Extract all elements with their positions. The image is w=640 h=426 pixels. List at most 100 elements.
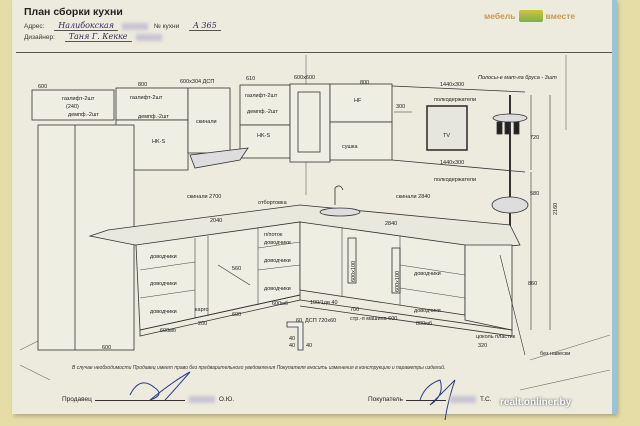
- address-label: Адрес:: [24, 23, 45, 30]
- kitchen-no-label: № кухни: [153, 23, 180, 30]
- tv-screen: [426, 105, 468, 151]
- redacted-block: [135, 33, 162, 41]
- part-label: демпф.-2шт: [68, 112, 99, 118]
- kitchen-no-value: A 365: [189, 21, 221, 31]
- part-label: полкодержатели: [434, 97, 476, 103]
- section-profile: [286, 321, 304, 351]
- designer-label: Дизайнер:: [24, 34, 55, 41]
- part-label: газлифт-2шт: [130, 95, 163, 101]
- part-label: демпф.-2шт: [138, 114, 169, 120]
- part-label: газлифт-2шт: [62, 96, 95, 102]
- address-value: Налибокская: [54, 21, 119, 31]
- sink: [319, 207, 361, 217]
- designer-value: Таня Г. Кекке: [64, 32, 132, 42]
- redacted-block: [122, 22, 149, 30]
- dim-label: 610: [246, 76, 255, 82]
- seller-signature-line: [94, 394, 185, 401]
- part-label: доводчики: [264, 286, 291, 292]
- dim-label: 800: [138, 82, 147, 88]
- dim-label: 40: [306, 343, 312, 349]
- dim-label: 600: [38, 84, 47, 90]
- buyer-label: Покупатель: [368, 396, 403, 403]
- part-label: цоколь пластик: [476, 334, 516, 340]
- bottom-shelf: [391, 159, 526, 173]
- part-label: доводчики: [150, 254, 177, 260]
- dim-label: 600x600: [294, 75, 315, 81]
- part-label: TV: [443, 133, 450, 139]
- dim-label: 600мб: [160, 328, 176, 334]
- buyer-name: Т.С.: [479, 396, 492, 403]
- upper-cabinets: [31, 83, 393, 171]
- part-label: газлифт-2шт: [245, 93, 278, 99]
- dim-label: 600x100: [395, 271, 401, 292]
- header-divider: [16, 52, 612, 53]
- buyer-signature: [419, 379, 456, 421]
- part-label: HK-S: [257, 133, 270, 139]
- part-label: сушка: [342, 144, 358, 150]
- part-label: HK-S: [152, 139, 165, 145]
- panel-600x100-a: [347, 237, 357, 284]
- part-label: доводчики: [264, 240, 291, 246]
- part-label: скинали 2700: [187, 194, 221, 200]
- dimension-lines: [217, 95, 551, 356]
- seller-name: О.Ю.: [218, 396, 235, 403]
- dim-label: 40: [289, 336, 295, 342]
- dim-label: 300: [396, 104, 405, 110]
- dim-label: 700: [350, 307, 359, 313]
- redacted-block: [449, 395, 476, 403]
- top-shelf: [391, 85, 526, 93]
- part-label: без навески: [540, 351, 570, 357]
- part-label: скинали 2840: [396, 194, 430, 200]
- part-label: доводчики: [414, 271, 441, 277]
- dim-label: 60: [296, 318, 302, 324]
- part-label: п/поток: [264, 232, 283, 238]
- dim-label: 600x100: [351, 261, 357, 282]
- part-label: (240): [66, 104, 79, 110]
- part-label: карго: [195, 307, 209, 313]
- address-row: Адрес: Налибокская № кухни A 365: [24, 21, 221, 31]
- sheet-edge: [612, 0, 617, 414]
- part-label: HF: [354, 98, 362, 104]
- document-title: План сборки кухни: [24, 6, 123, 18]
- dim-label: 600: [232, 312, 241, 318]
- range-hood: [189, 147, 249, 169]
- dim-label: 800: [360, 80, 369, 86]
- faucet-icon: [334, 185, 344, 205]
- watermark: realt.onliner.by: [500, 397, 572, 408]
- dim-label: 800мб: [416, 321, 432, 327]
- dim-label: 720: [530, 135, 539, 141]
- part-label: доводчики: [414, 308, 441, 314]
- dim-label: 1440x300: [440, 82, 464, 88]
- dim-label: 580: [530, 191, 539, 197]
- logo-text-left: мебель: [484, 11, 516, 21]
- dim-label: 40: [289, 343, 295, 349]
- part-label: отбортовка: [258, 200, 288, 206]
- handwritten-note: Полосы-е мат-ла бруса - 3шт: [478, 75, 557, 81]
- panel-600x100-b: [391, 247, 401, 294]
- dim-label: 200: [198, 321, 207, 327]
- buyer-row: Покупатель Т.С.: [368, 394, 492, 403]
- dim-label: 100/1дв 40: [310, 300, 338, 306]
- dim-label: 2840: [385, 221, 397, 227]
- dim-label: 600: [102, 345, 111, 351]
- part-label: доводчики: [150, 309, 177, 315]
- dim-label: 1440x300: [440, 160, 464, 166]
- logo-mark-icon: [518, 10, 543, 22]
- plinth: [139, 294, 513, 337]
- glass-holder: [492, 113, 528, 123]
- dim-label: 860: [528, 281, 537, 287]
- part-label: доводчики: [150, 281, 177, 287]
- drawing-labels: 600 800 600x304 ДСП 610 600x600 800 1440…: [38, 75, 570, 357]
- brand-logo: мебель вместе: [484, 10, 575, 22]
- part-label: демпф.-2шт: [247, 109, 278, 115]
- seller-label: Продавец: [62, 396, 92, 403]
- disclaimer-notice: В случае необходимости Продавец имеет пр…: [72, 365, 446, 371]
- dim-label: 560: [232, 266, 241, 272]
- part-label: скинали: [196, 119, 217, 125]
- part-label: полкодержатели: [434, 177, 476, 183]
- wine-glasses-icon: [496, 121, 520, 135]
- dim-label: 320: [478, 343, 487, 349]
- logo-text-right: вместе: [545, 11, 576, 21]
- designer-row: Дизайнер: Таня Г. Кекке: [24, 32, 166, 42]
